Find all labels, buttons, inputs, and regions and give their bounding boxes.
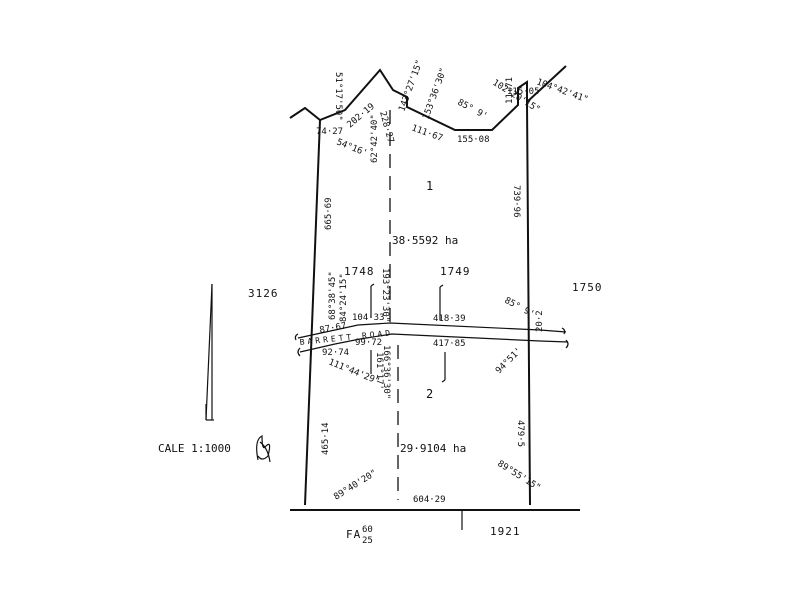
lot-east-boundary [526, 101, 531, 506]
dashed-marker-mid [439, 284, 444, 320]
dashed-marker-left [370, 283, 375, 318]
survey-distance-label: 155·08 [457, 135, 490, 145]
lot-2-label: 2 [426, 387, 433, 401]
parcel-1750-label: 1750 [572, 281, 603, 294]
fa-prefix-label: FA [346, 528, 361, 541]
survey-distance-label: 99·72 [355, 338, 382, 348]
survey-distance-label: 92·74 [322, 348, 349, 358]
outer-boundary-line [289, 65, 567, 131]
survey-distance-label: 104·33 [352, 313, 385, 323]
signature-initials-icon [256, 435, 271, 463]
survey-bearing-label: 143°27'15" [397, 59, 425, 113]
survey-bearing-label: 54°16' [335, 138, 369, 159]
survey-distance-label: 665·69 [324, 197, 334, 230]
lot-west-boundary [304, 119, 321, 506]
survey-bearing-label: 94°51' [494, 346, 524, 376]
north-arrow-icon [205, 283, 214, 421]
lot-1-label: 1 [426, 179, 433, 193]
survey-distance-label: 739·96 [511, 185, 521, 218]
survey-bearing-label: 89°55'15" [495, 459, 542, 493]
parcel-3126-label: 3126 [248, 287, 279, 300]
parcel-1748-label: 1748 [344, 265, 375, 278]
lot-2-area: 29·9104 ha [400, 442, 466, 455]
survey-distance-label: 115·05 [507, 87, 540, 97]
dashed-marker-low [441, 352, 446, 383]
survey-distance-label: 604·29 [413, 495, 446, 505]
survey-bearing-label: 62°42'40" [370, 114, 380, 163]
survey-bearing-label: 51°17'50" [333, 72, 343, 121]
survey-bearing-label: 161°17' [374, 352, 384, 390]
scale-label: CALE 1:1000 [158, 442, 231, 455]
survey-distance-label: 479·5 [515, 420, 525, 447]
survey-bearing-label: 111°44'29" [327, 358, 381, 388]
survey-bearing-label: 166°36'30" [381, 345, 391, 399]
survey-bearing-label: 85° 9' [456, 98, 489, 122]
fa-top-number: 60 [362, 525, 373, 535]
survey-distance-label: 111·67 [410, 123, 444, 144]
survey-distance-label: 11·71 [505, 77, 515, 104]
survey-bearing-label: 89°40'20" [332, 468, 379, 502]
survey-distance-label: 20·2 [535, 310, 545, 332]
survey-bearing-label: 84°24'15" [339, 273, 349, 322]
survey-distance-label: 465·14 [321, 422, 331, 455]
survey-distance-label: 417·85 [433, 339, 466, 349]
parcel-1749-label: 1749 [440, 265, 471, 278]
lot-1-area: 38·5592 ha [392, 234, 458, 247]
survey-bearing-label: 68°38'45" [328, 271, 338, 320]
survey-bearing-label: 153°36'30" [421, 67, 449, 121]
road-lines [294, 322, 569, 357]
survey-distance-label: 87·67 [319, 321, 347, 336]
survey-distance-label: 418·39 [433, 314, 466, 324]
parcel-1921-label: 1921 [490, 525, 521, 538]
survey-bearing-label: 85° 9' [503, 296, 536, 320]
survey-bearing-label: 104°42'41" [535, 77, 589, 105]
survey-bearing-label: 193°23'30" [380, 268, 390, 322]
survey-distance-label: 74·27 [316, 127, 343, 137]
fa-bottom-number: 25 [362, 536, 373, 546]
